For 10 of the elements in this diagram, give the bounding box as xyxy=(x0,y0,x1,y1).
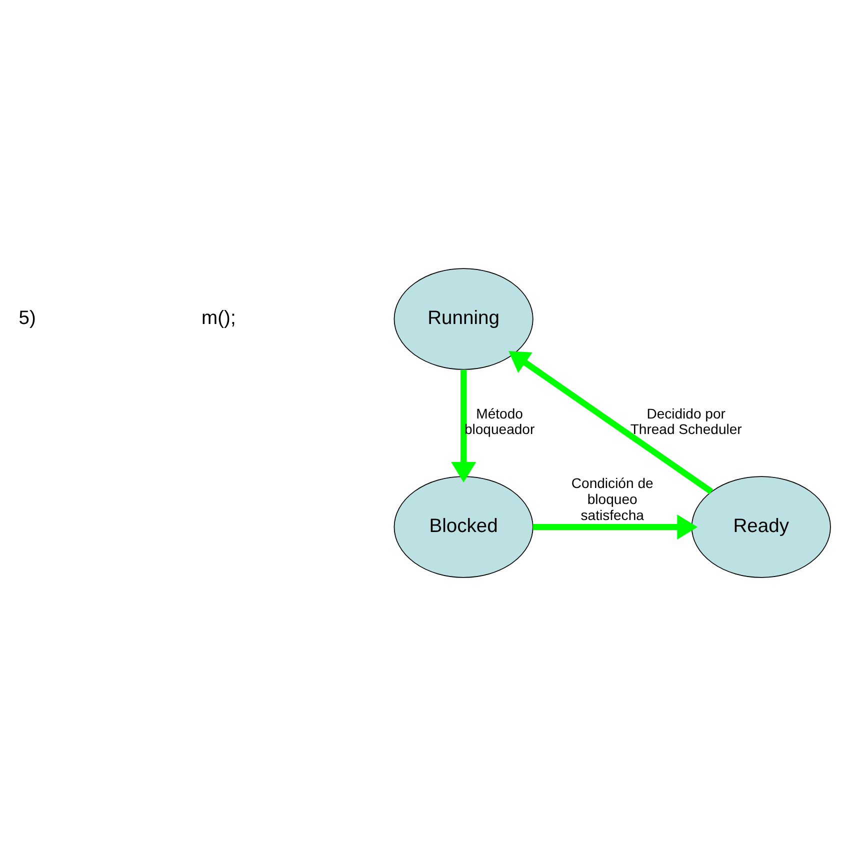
arrow xyxy=(508,350,714,494)
arrow xyxy=(532,514,698,539)
node-ellipse: Running xyxy=(394,268,534,370)
label: m(); xyxy=(202,307,236,328)
node-ellipse: Blocked xyxy=(394,476,534,578)
node-ellipse: Ready xyxy=(691,476,831,578)
edge-label: Decidido por Thread Scheduler xyxy=(630,404,742,437)
arrow xyxy=(451,369,476,482)
label: 5) xyxy=(18,307,36,328)
edge-label: Condición de bloqueo satisfecha xyxy=(571,474,654,522)
